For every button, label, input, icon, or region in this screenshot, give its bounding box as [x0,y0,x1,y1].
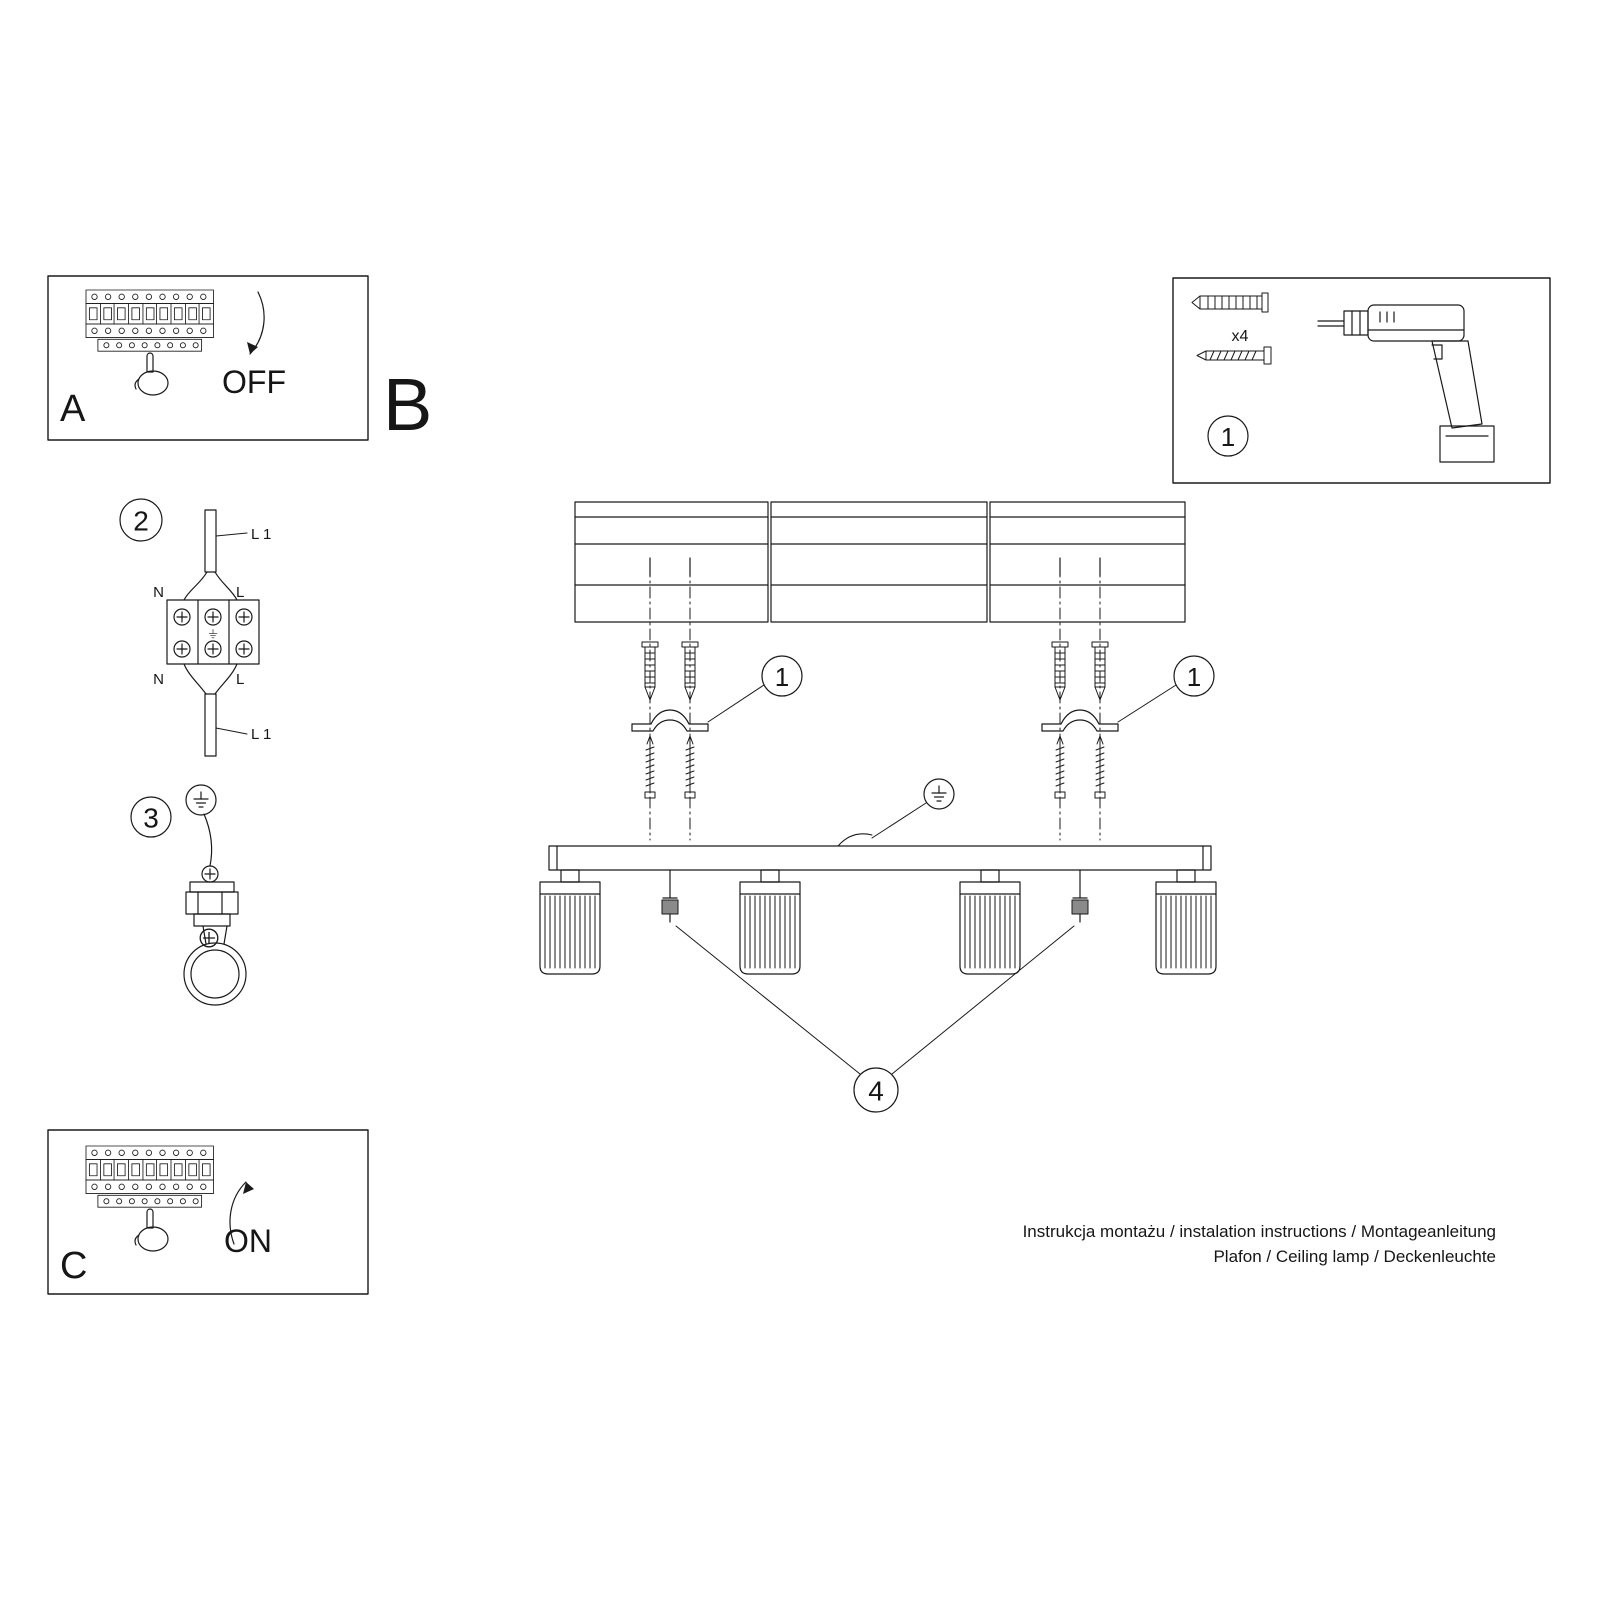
l1-top-leader [215,532,248,537]
anchor-quantity-label: x4 [1232,328,1249,345]
off-label: OFF [222,364,286,400]
lamp-shade [739,869,801,975]
callout-2-circle [119,498,163,542]
panel-a: A OFF [47,275,369,441]
terminal-screw-icon [173,608,191,626]
earth-symbol-icon [924,779,954,809]
panel-c: C ON [47,1129,369,1295]
footer-line-1: Instrukcja montażu / instalation instruc… [1023,1222,1496,1241]
wire-l-bottom [214,663,238,695]
lamp-shade [1155,869,1217,975]
clamp-body [185,891,239,915]
mount-screw-icon [1094,735,1106,799]
l1-top-label: L 1 [251,526,271,543]
terminal-screw-icon [235,608,253,626]
clamp-lower-plate [193,913,231,927]
drill-icon [1317,304,1495,463]
earth-symbol-icon [208,629,218,639]
wire-n-bottom [183,663,207,695]
terminal-screw-icon [235,640,253,658]
n-bottom-label: N [153,671,164,688]
circuit-breaker-illustration [85,289,215,352]
ceiling-panels [574,501,1186,623]
earth-leader [871,802,927,839]
main-assembly: 1 1 4 [539,501,1217,1113]
callout-1-leader [1117,684,1177,723]
mount-screw-icon [644,735,656,799]
supply-cable-top [204,509,217,573]
panel-c-frame [47,1129,369,1295]
adjuster-knob-icon [661,869,679,923]
callout-4-leader [891,925,1075,1075]
on-label: ON [224,1223,272,1259]
callout-4-circle [853,1067,899,1113]
step-c-label: C [60,1245,87,1287]
callout-1-circle [1173,655,1215,697]
lamp-shade [959,869,1021,975]
earth-wire [203,813,213,867]
l-top-label: L [236,584,244,601]
terminal-screw-icon [173,640,191,658]
l-bottom-label: L [236,671,244,688]
callout-3-circle [130,796,172,838]
clamp-ring-outer [183,942,247,1006]
turn-on-arrow-icon [229,1181,247,1245]
turn-off-arrowhead-icon [247,342,258,354]
parts-box-frame [1172,277,1551,484]
clamp-ring-inner [190,949,240,999]
lamp-shade [539,869,601,975]
screw-icon [1196,346,1272,365]
supply-cable-bottom [204,693,217,757]
mount-screw-icon [684,735,696,799]
mounting-bracket-icon [631,709,709,732]
wire-n-top [183,571,208,601]
callout-3-label: 3 [143,803,159,834]
wall-plug-icon [1191,292,1269,313]
callout-4-leader [675,925,861,1075]
panel-a-frame [47,275,369,441]
earth-symbol-icon [186,785,216,815]
footer: Instrukcja montażu / instalation instruc… [1023,1222,1496,1266]
step-a-label: A [60,388,86,430]
callout-1-label: 1 [775,662,789,692]
circuit-breaker-illustration [85,1145,215,1208]
mount-screw-icon [1054,735,1066,799]
clamp-screw-icon [201,865,219,883]
callout-1-label: 1 [1187,662,1201,692]
pointing-hand-icon [134,352,169,396]
wiring-diagram: 2 L 1 N L N L L 1 [119,498,271,757]
callout-1-circle [761,655,803,697]
l1-bottom-label: L 1 [251,726,271,743]
callout-1-leader [707,684,765,723]
turn-on-arrowhead-icon [243,1182,254,1194]
terminal-block [166,599,260,665]
terminal-screw-icon [204,640,222,658]
parts-box: x4 1 [1172,277,1551,484]
terminal-screw-icon [204,608,222,626]
pointing-hand-icon [134,1208,169,1252]
earth-wire-loop [837,833,873,847]
clamp-top-plate [189,881,235,893]
adjuster-knob-icon [1071,869,1089,923]
callout-2-label: 2 [133,506,149,537]
grounding-diagram: 3 [130,785,247,1006]
callout-4-label: 4 [868,1076,884,1107]
lamp-bar [548,845,1212,871]
mounting-bracket-icon [1041,709,1119,732]
callout-1-label: 1 [1221,422,1235,452]
footer-line-2: Plafon / Ceiling lamp / Deckenleuchte [1213,1247,1496,1266]
step-b-label: B [383,363,432,446]
wire-l-top [214,571,238,601]
callout-1-circle [1207,415,1249,457]
n-top-label: N [153,584,164,601]
l1-bottom-leader [215,727,248,735]
